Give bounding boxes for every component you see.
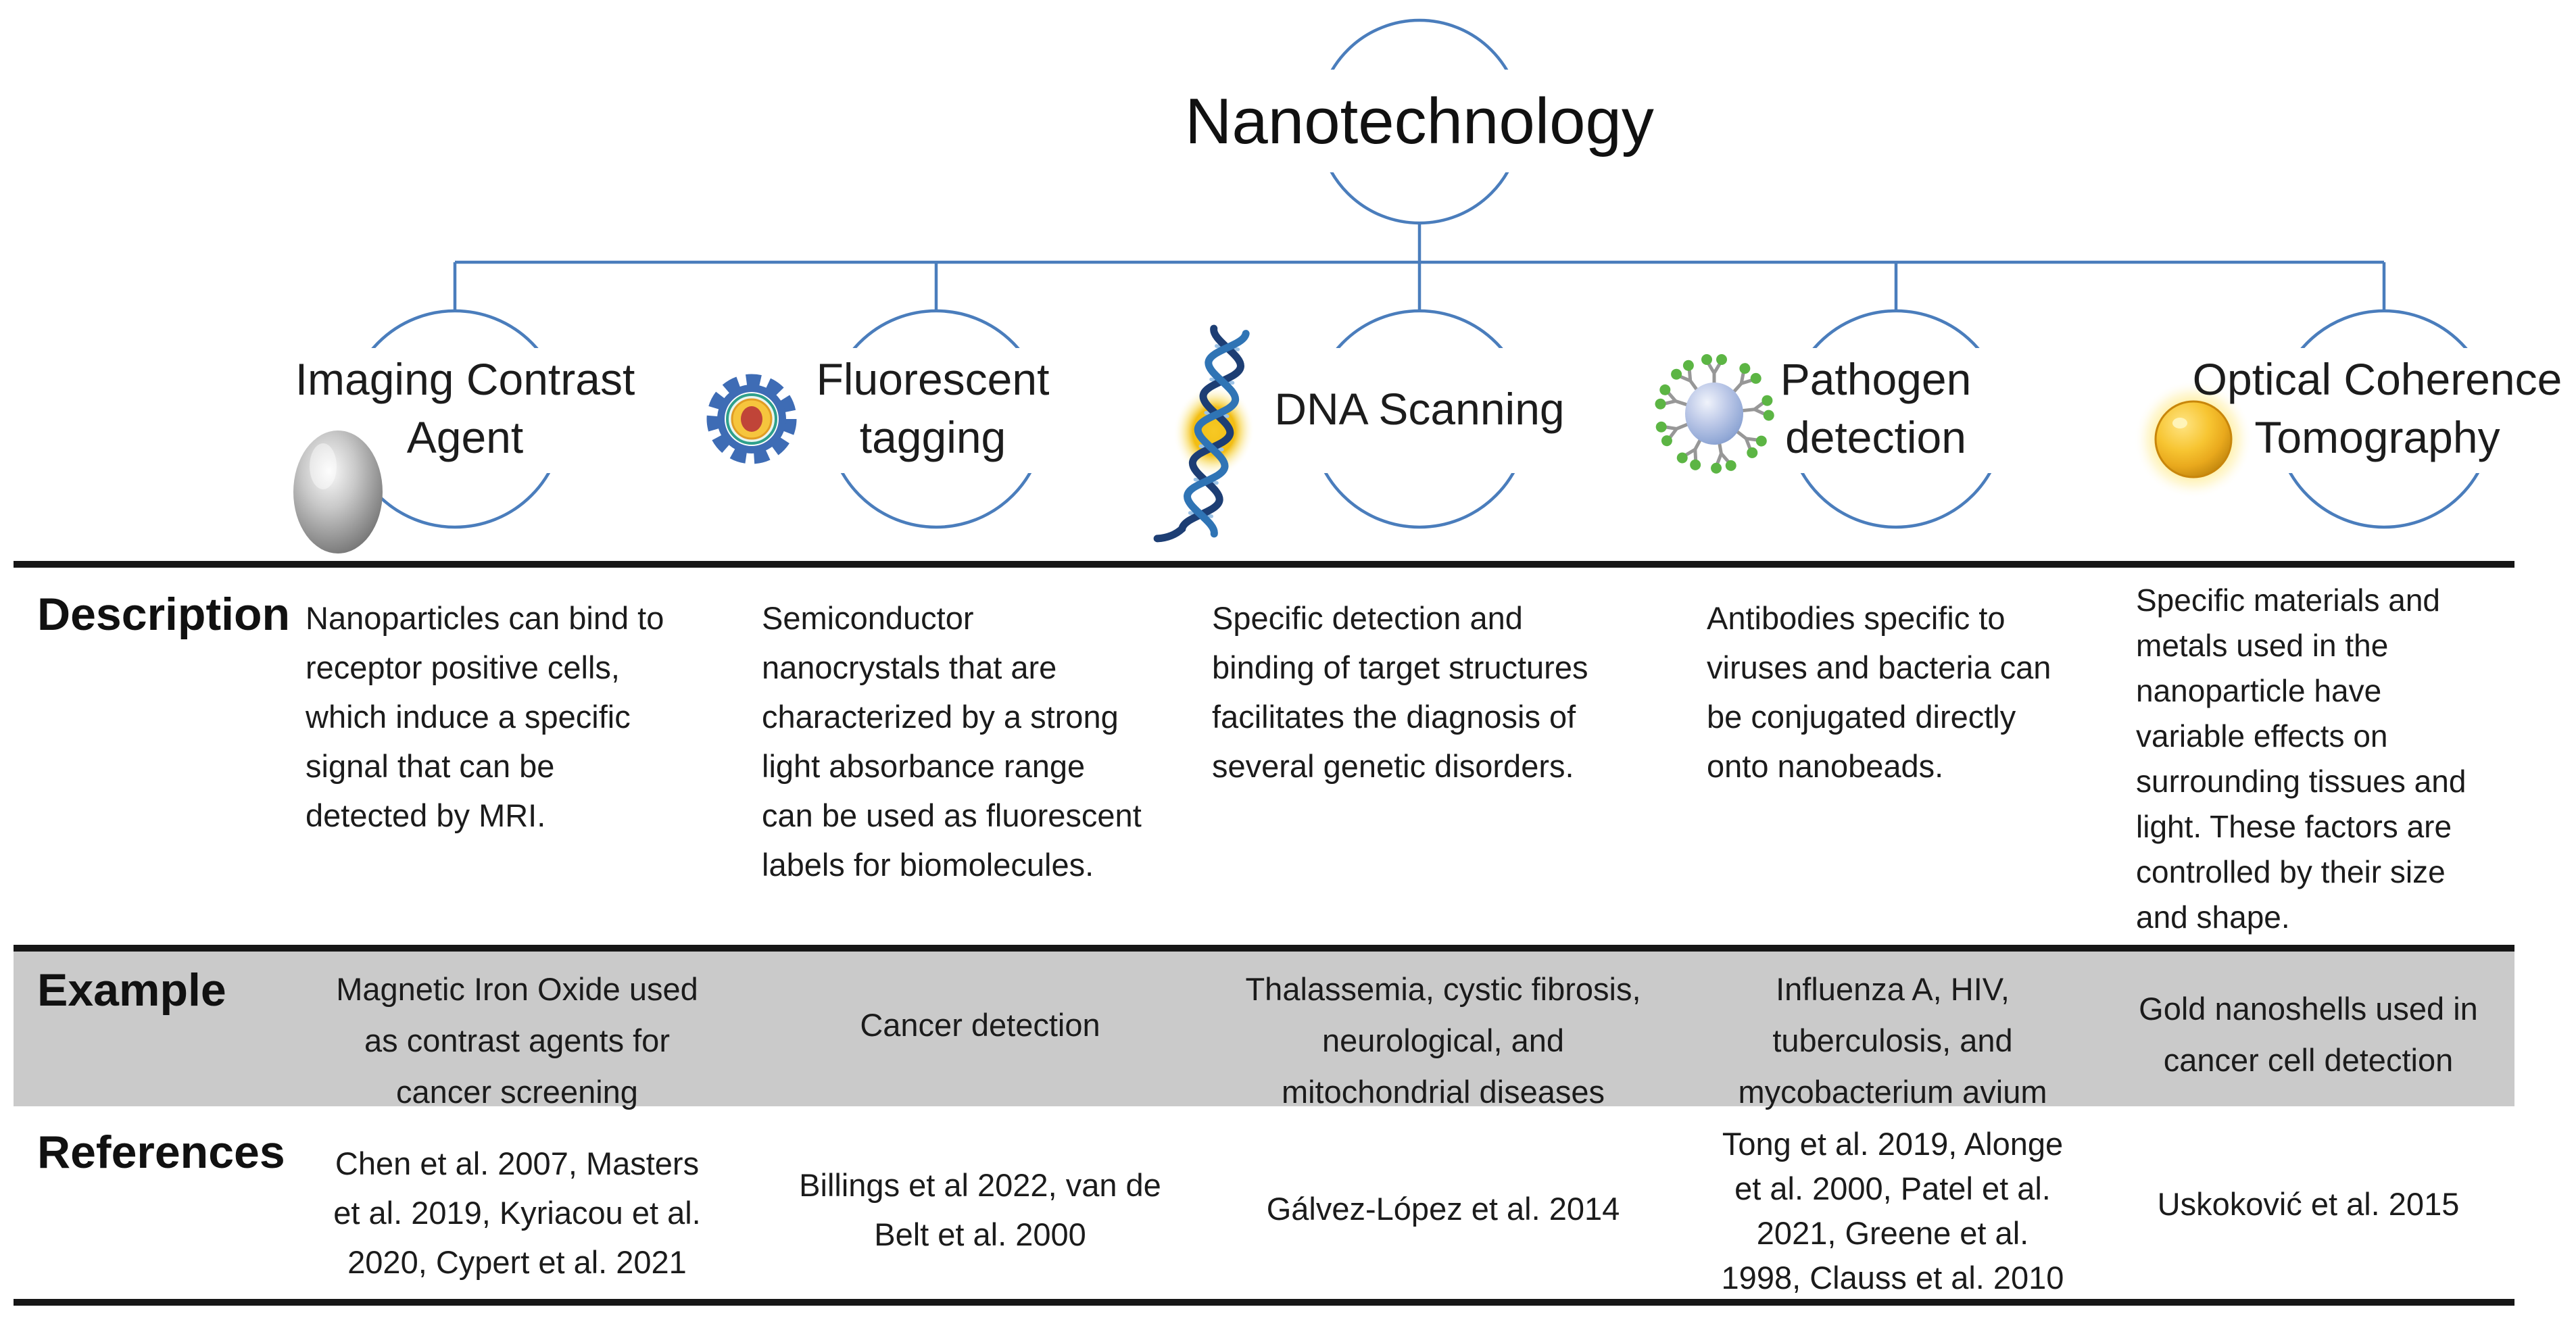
silver-nanoparticle-icon — [293, 430, 383, 553]
description-cell-pathogen-detection: Antibodies specific to viruses and bacte… — [1707, 600, 2051, 784]
gold-nanoshell-icon — [2134, 380, 2253, 499]
references-cell-pathogen-detection: Tong et al. 2019, Alonge et al. 2000, Pa… — [1721, 1126, 2064, 1296]
example-cell-dna-scanning: Thalassemia, cystic fibrosis, neurologic… — [1245, 971, 1641, 1110]
references-cell-fluorescent-tagging: Billings et al 2022, van de Belt et al. … — [799, 1167, 1161, 1252]
antibody-nanobead-icon — [1655, 354, 1774, 474]
example-row-background — [14, 952, 2514, 1106]
description-cell-imaging-contrast-agent: Nanoparticles can bind to receptor posit… — [306, 600, 664, 833]
branch-label-optical-coherence-tomography: Optical Coherence Tomography — [2192, 354, 2562, 462]
table-bottom-border — [14, 1299, 2514, 1306]
table-top-border — [14, 561, 2514, 568]
tree-connector-lines — [453, 223, 2386, 312]
description-cell-fluorescent-tagging: Semiconductor nanocrystals that are char… — [762, 600, 1142, 883]
row-label-references: References — [37, 1127, 285, 1178]
references-cell-optical-coherence-tomography: Uskoković et al. 2015 — [2157, 1186, 2460, 1222]
example-cell-imaging-contrast-agent: Magnetic Iron Oxide used as contrast age… — [336, 971, 698, 1110]
row-label-example: Example — [37, 964, 226, 1016]
root-node-label: Nanotechnology — [1185, 85, 1654, 157]
references-cell-dna-scanning: Gálvez-López et al. 2014 — [1266, 1191, 1620, 1227]
branch-label-pathogen-detection: Pathogen detection — [1780, 354, 1972, 462]
references-cell-imaging-contrast-agent: Chen et al. 2007, Masters et al. 2019, K… — [333, 1146, 701, 1280]
label-masks — [341, 70, 2498, 473]
taxonomy-tree-graphic — [293, 18, 2498, 553]
branch-label-dna-scanning: DNA Scanning — [1274, 384, 1565, 434]
dna-helix-icon — [1153, 324, 1255, 543]
branch-label-imaging-contrast-agent: Imaging Contrast Agent — [295, 354, 635, 462]
branch-label-fluorescent-tagging: Fluorescent tagging — [816, 354, 1050, 462]
description-cell-optical-coherence-tomography: Specific materials and metals used in th… — [2136, 583, 2466, 935]
row-label-description: Description — [37, 589, 291, 640]
description-cell-dna-scanning: Specific detection and binding of target… — [1212, 600, 1588, 784]
example-cell-fluorescent-tagging: Cancer detection — [860, 1007, 1100, 1043]
quantum-dot-gear-icon — [706, 374, 797, 464]
table-mid-border — [14, 945, 2514, 952]
example-cell-optical-coherence-tomography: Gold nanoshells used in cancer cell dete… — [2139, 991, 2478, 1078]
example-cell-pathogen-detection: Influenza A, HIV, tuberculosis, and myco… — [1738, 971, 2047, 1110]
